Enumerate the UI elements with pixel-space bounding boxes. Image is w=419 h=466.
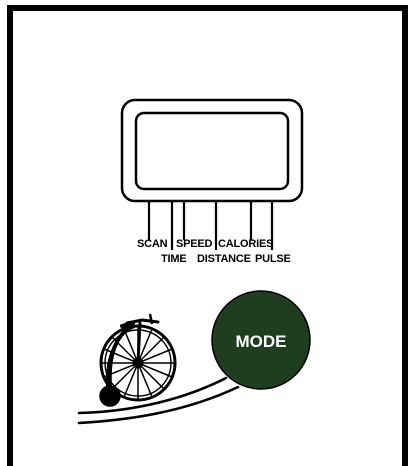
mode-button[interactable]: MODE [211, 290, 311, 390]
mode-button-label: MODE [236, 332, 287, 351]
label-distance: DISTANCE [197, 253, 251, 265]
console-panel [7, 5, 408, 466]
label-speed: SPEED [176, 238, 213, 250]
display-leader-lines [147, 201, 274, 250]
penny-farthing-bicycle-icon [99, 313, 177, 407]
ground-lines [77, 376, 240, 425]
label-time: TIME [161, 253, 186, 265]
label-pulse: PULSE [255, 253, 291, 265]
label-calories: CALORIES [218, 238, 273, 250]
label-scan: SCAN [137, 238, 168, 250]
lcd-display-icon [120, 98, 304, 203]
